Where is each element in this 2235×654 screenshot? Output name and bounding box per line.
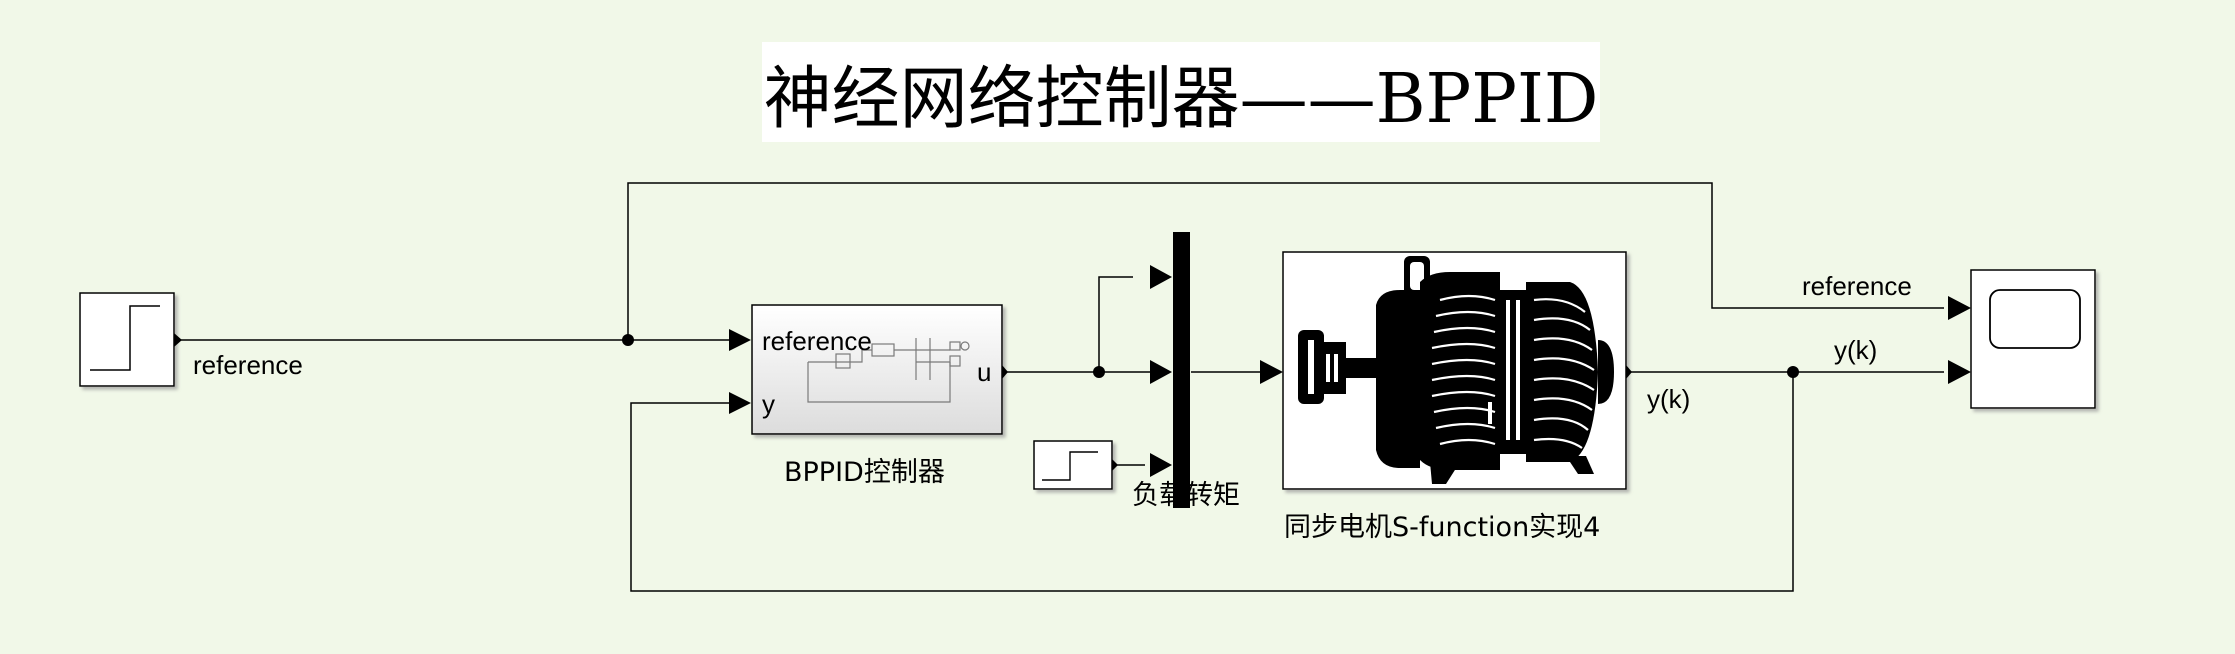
- bppid-input-port-reference: reference: [762, 326, 872, 356]
- diagram-title-box: 神经网络控制器——BPPID: [762, 42, 1600, 142]
- arrow-mux-in3: [1150, 453, 1172, 477]
- motor-icon: [1298, 256, 1614, 484]
- bppid-block-name: BPPID控制器: [784, 457, 945, 488]
- synchronous-motor-block[interactable]: [1282, 251, 1632, 490]
- mux-block[interactable]: [1173, 232, 1190, 508]
- arrow-bppid-y: [729, 392, 751, 414]
- branch-point-yk: [1787, 366, 1799, 378]
- arrow-motor-in: [1260, 360, 1283, 384]
- line-feedback-to-bppid: [630, 372, 1794, 592]
- arrow-bppid-reference: [729, 329, 751, 351]
- reference-signal-label: reference: [193, 350, 303, 380]
- arrow-scope-in2: [1948, 360, 1971, 384]
- diagram-title: 神经网络控制器——BPPID: [763, 59, 1599, 139]
- step-reference-block[interactable]: [79, 292, 182, 387]
- load-torque-step-block[interactable]: [1033, 440, 1118, 490]
- signal-lines: [175, 182, 1944, 592]
- scope-input-label-reference: reference: [1802, 271, 1912, 301]
- branch-point-reference: [622, 334, 634, 346]
- motor-output-label: y(k): [1647, 384, 1691, 414]
- line-reference-branch-to-scope: [627, 182, 1944, 340]
- load-torque-block-name: 负载转矩: [1132, 480, 1240, 511]
- bppid-input-port-y: y: [762, 389, 775, 419]
- arrow-mux-in1: [1150, 265, 1172, 289]
- branch-point-u: [1093, 366, 1105, 378]
- scope-input-label-yk: y(k): [1834, 335, 1878, 365]
- arrow-mux-in2: [1150, 360, 1172, 384]
- step-icon: [90, 305, 160, 371]
- arrow-scope-in1: [1948, 296, 1971, 320]
- line-u-branch-to-mux: [1098, 276, 1133, 372]
- bppid-controller-block[interactable]: [751, 304, 1008, 435]
- scope-screen-icon: [1989, 289, 2081, 349]
- subsystem-preview-icon: [807, 338, 970, 403]
- scope-block[interactable]: [1970, 269, 2096, 409]
- signal-arrowheads: [729, 265, 1971, 477]
- step-icon: [1042, 451, 1098, 481]
- motor-block-name: 同步电机S-function实现4: [1284, 512, 1601, 543]
- bppid-output-port-u: u: [977, 357, 992, 387]
- branch-points: [622, 334, 1799, 378]
